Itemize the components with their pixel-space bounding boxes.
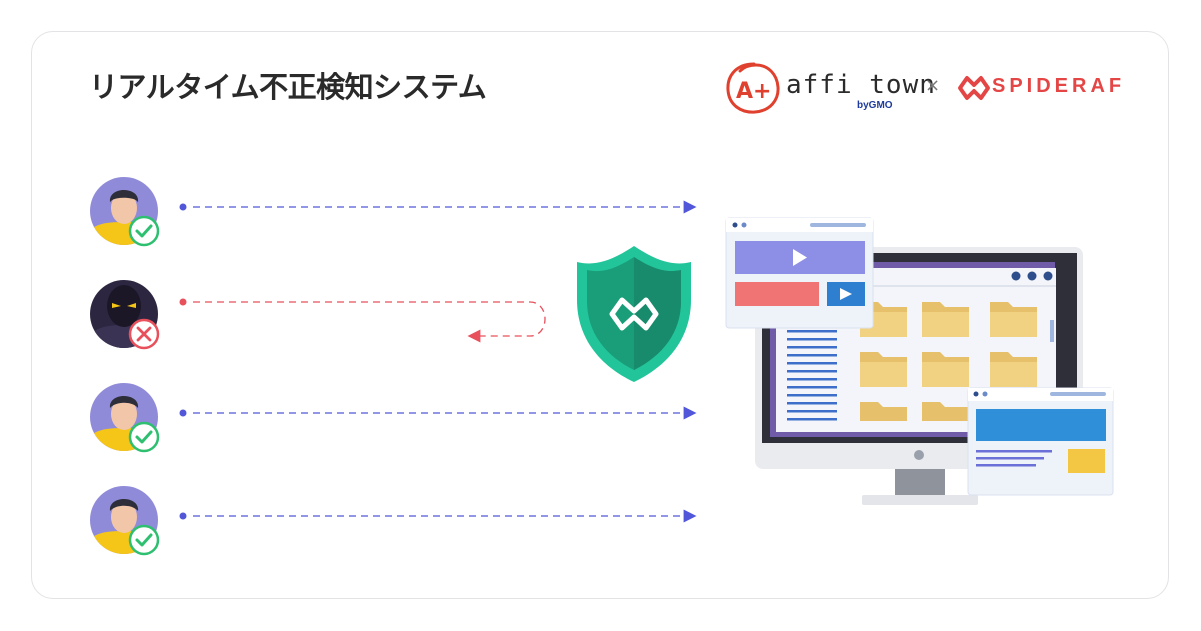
article-window bbox=[967, 387, 1114, 496]
play-icon bbox=[793, 249, 807, 266]
affitown-mark: A+ bbox=[736, 79, 771, 104]
fraud-flow-arrow bbox=[179, 298, 546, 343]
shield-icon bbox=[577, 246, 691, 382]
partner-logos: A+ affi town byGMO × SPIDERAF bbox=[724, 60, 1124, 116]
affitown-by-gmo: byGMO bbox=[857, 100, 893, 111]
valid-flow-arrow-3 bbox=[179, 509, 697, 523]
check-icon bbox=[128, 524, 160, 556]
check-icon bbox=[128, 421, 160, 453]
spideraf-name: SPIDERAF bbox=[992, 75, 1126, 97]
affitown-name: affi town bbox=[786, 70, 936, 100]
page-title: リアルタイム不正検知システム bbox=[89, 70, 487, 104]
spideraf-logo-icon bbox=[958, 76, 990, 100]
user-avatar-valid bbox=[90, 383, 160, 453]
user-avatar-valid bbox=[90, 177, 160, 247]
valid-flow-arrow-1 bbox=[179, 200, 697, 214]
play-icon bbox=[840, 288, 852, 300]
valid-flow-arrow-2 bbox=[179, 406, 697, 420]
user-avatar-fraud bbox=[90, 280, 160, 350]
cross-icon bbox=[128, 318, 160, 350]
affitown-logo-icon: A+ bbox=[726, 62, 780, 114]
check-icon bbox=[128, 215, 160, 247]
video-window bbox=[725, 217, 874, 329]
user-avatar-valid bbox=[90, 486, 160, 556]
logo-separator: × bbox=[925, 75, 941, 96]
